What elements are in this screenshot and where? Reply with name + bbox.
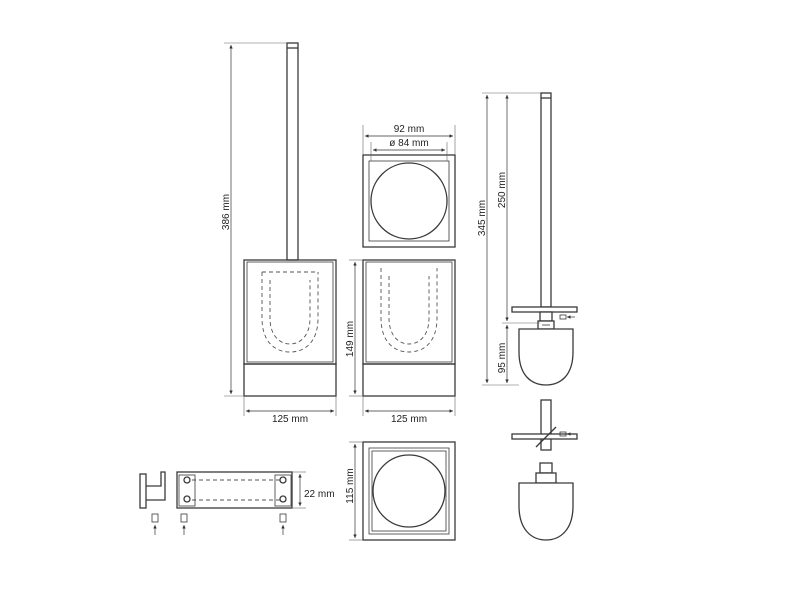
screw-icon [180, 513, 188, 523]
top-view: 92 mm ø 84 mm [362, 124, 456, 248]
dim-head-height: 95 mm [497, 343, 508, 374]
brush-plate [511, 306, 578, 313]
front-view: 386 mm 125 mm [221, 42, 337, 425]
container-base [243, 363, 337, 397]
screw-icon [151, 513, 159, 523]
exploded-head [518, 482, 574, 541]
bracket-bar [176, 471, 293, 509]
bracket-wall-plate [139, 473, 147, 509]
brush-rod [540, 92, 552, 308]
side-base [362, 363, 456, 397]
container-body [243, 259, 337, 365]
brush-assembly: 345 mm 250 mm 95 mm [477, 92, 578, 386]
dim-total-height: 386 mm [221, 194, 232, 230]
wall-bracket: 22 mm [139, 471, 335, 535]
plan-view: 115 mm [345, 441, 456, 541]
screw-icon [279, 513, 287, 523]
dim-container-height: 149 mm [345, 321, 356, 357]
dim-bracket-depth: 22 mm [304, 489, 335, 500]
dim-plan-size: 115 mm [345, 468, 356, 503]
top-square [362, 154, 456, 248]
top-circle [370, 162, 448, 240]
dim-width-front: 125 mm [272, 414, 308, 425]
dim-width-side: 125 mm [391, 414, 427, 425]
brush-head [518, 328, 574, 386]
dim-top-diameter: ø 84 mm [389, 138, 428, 149]
dim-top-outer: 92 mm [394, 124, 425, 135]
exploded-brush [511, 399, 578, 541]
exploded-rod [540, 399, 552, 451]
brush-handle [286, 42, 299, 261]
side-body [362, 259, 456, 365]
plan-square [362, 441, 456, 541]
plan-circle [372, 454, 446, 528]
side-view: 149 mm 125 mm [345, 259, 456, 425]
dim-handle-length: 250 mm [497, 172, 508, 208]
dim-brush-total: 345 mm [477, 200, 488, 236]
